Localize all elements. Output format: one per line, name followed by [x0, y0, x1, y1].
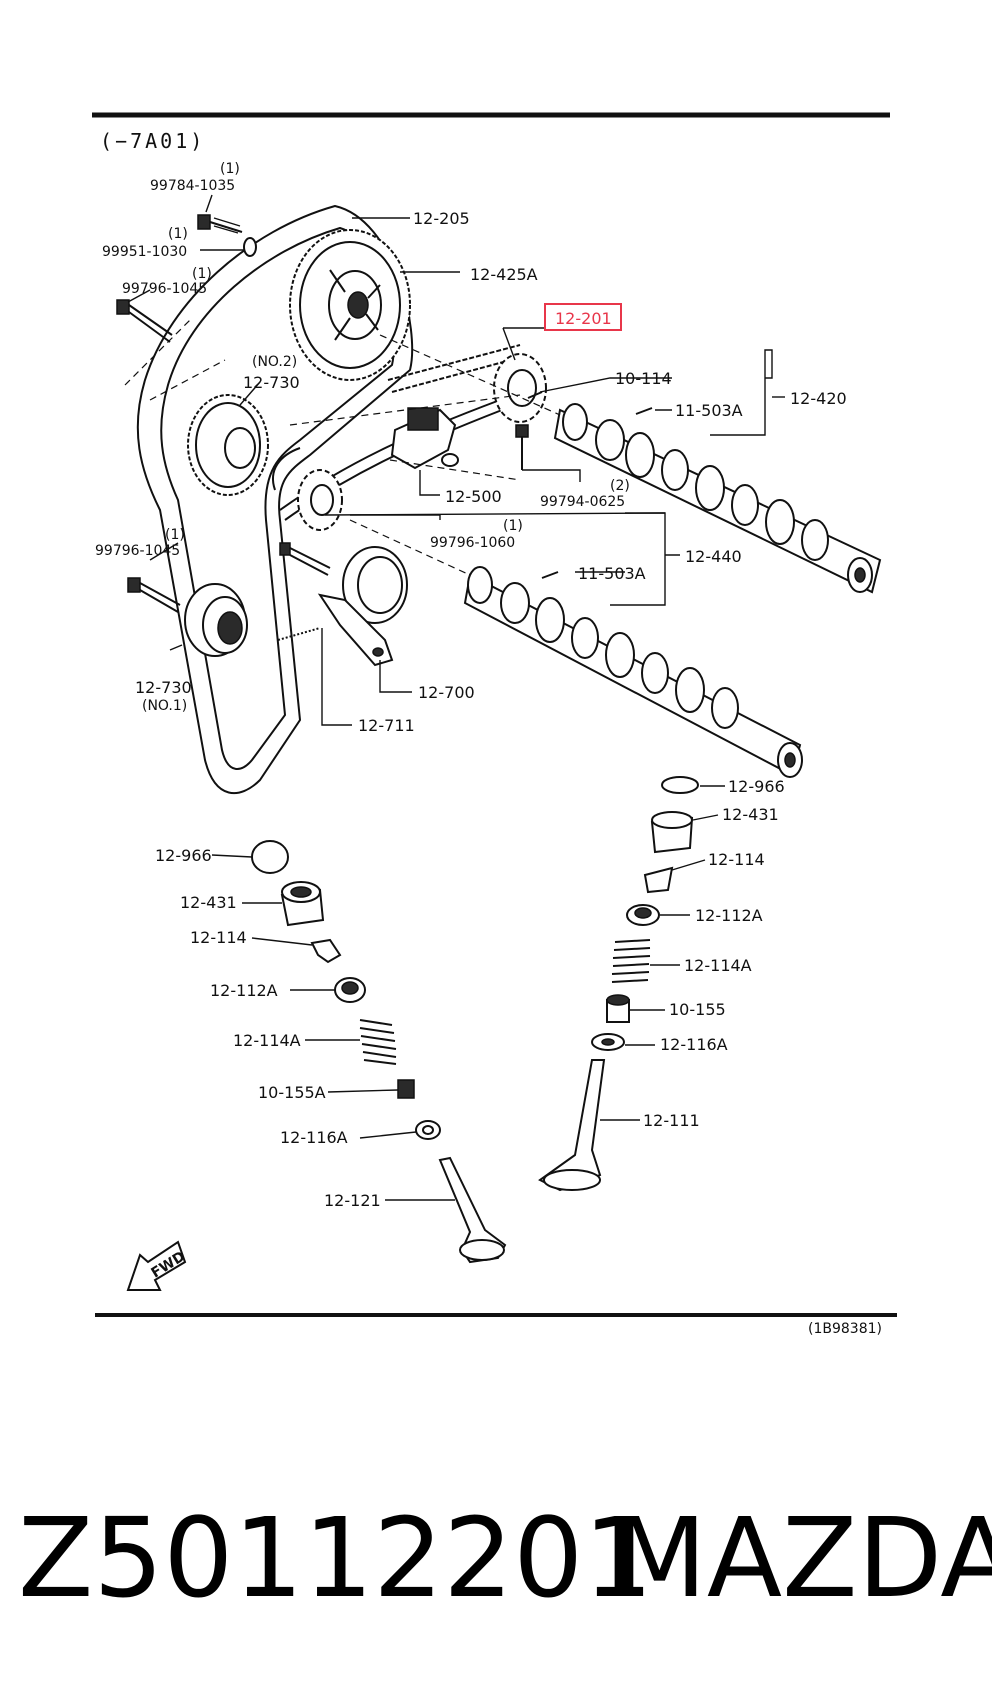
bolt-99796-1045a [116, 299, 173, 343]
bolt-99794-0625 [515, 424, 529, 470]
cam-sprocket-lower [297, 469, 343, 531]
label-part: 99784-1035 [150, 178, 235, 194]
label-part: 11-503A [578, 564, 646, 583]
bolt-99784-1035 [197, 214, 243, 234]
label-qty: (1) [192, 266, 212, 282]
spring-12-114A-right [611, 939, 651, 983]
label-part: 11-503A [675, 401, 743, 420]
label-part: 12-112A [210, 981, 278, 1000]
cam-sprocket-upper [493, 353, 547, 423]
tappet-12-431-left [280, 881, 325, 927]
part-number-caption: Z50112201 [18, 1494, 653, 1622]
label-part: 12-431 [722, 805, 779, 824]
label-part: 12-205 [413, 209, 470, 228]
label-qty: (1) [220, 161, 240, 177]
label-part: (NO.2) [252, 354, 297, 370]
camshaft-upper [553, 403, 882, 594]
cam-pulley [289, 229, 411, 381]
rocker-12-114-left [310, 938, 342, 964]
highlight-box [544, 303, 622, 331]
seat-12-112A-left [334, 977, 366, 1003]
auto-tensioner [317, 546, 408, 667]
label-qty: (1) [503, 518, 523, 534]
label-part: 12-121 [324, 1191, 381, 1210]
seal-10-155A-left [397, 1079, 415, 1099]
brand-caption: MAZDA [612, 1494, 992, 1622]
leader-lines [127, 194, 785, 1201]
label-part: 12-730 [243, 373, 300, 392]
label-part: 12-420 [790, 389, 847, 408]
label-part: 99796-1045 [122, 281, 207, 297]
label-part: 12-114A [233, 1031, 301, 1050]
label-part: 12-500 [445, 487, 502, 506]
label-part: 99794-0625 [540, 494, 625, 510]
label-part: 12-425A [470, 265, 538, 284]
label-part: 99796-1060 [430, 535, 515, 551]
alignment-lines [289, 334, 561, 576]
pin-11-503A-lower [541, 571, 559, 579]
footer-code: (1B98381) [808, 1321, 882, 1337]
label-part: 12-440 [685, 547, 742, 566]
fwd-arrow: FWD [126, 1240, 188, 1291]
label-part: 12-116A [660, 1035, 728, 1054]
part-labels: (1) 99784-1035 (1) 99951-1030 (1) 99796-… [95, 161, 847, 1210]
label-part-highlighted: 12-201 [555, 309, 612, 328]
label-part: 12-711 [358, 716, 415, 735]
label-part: 12-112A [695, 906, 763, 925]
label-part: 99951-1030 [102, 244, 187, 260]
washer-12-116A-right [591, 1033, 625, 1051]
label-part: 12-700 [418, 683, 475, 702]
tappet-12-431-right [650, 811, 694, 854]
pin-11-503A-upper [635, 407, 653, 415]
key-10-114 [527, 391, 543, 399]
idler-pulley-no1 [184, 583, 248, 657]
label-part: 12-730 [135, 678, 192, 697]
seat-12-112A-right [626, 904, 660, 926]
shim-12-966-right [661, 776, 699, 794]
label-part: 12-114 [190, 928, 247, 947]
chain-tensioner [390, 407, 459, 496]
label-part: 10-114 [615, 369, 672, 388]
label-part: 10-155 [669, 1000, 726, 1019]
label-part: 12-111 [643, 1111, 700, 1130]
label-part: 99796-1045 [95, 543, 180, 559]
washer-12-116A-left [415, 1120, 441, 1140]
label-part: 12-114A [684, 956, 752, 975]
bolt-99796-1045b [127, 577, 181, 613]
valve-12-121 [438, 1156, 507, 1264]
seal-10-155-right [606, 994, 630, 1023]
idler-pulley-no2 [187, 394, 269, 496]
valve-12-111 [538, 1059, 606, 1192]
label-qty: (2) [610, 478, 630, 494]
label-part: 12-966 [155, 846, 212, 865]
label-part: 12-116A [280, 1128, 348, 1147]
camshaft-lower [463, 566, 803, 778]
label-part: 10-155A [258, 1083, 326, 1102]
shim-12-966-left [251, 840, 289, 874]
label-part: (NO.1) [142, 698, 187, 714]
rocker-12-114-right [643, 866, 674, 894]
label-qty: (1) [168, 226, 188, 242]
label-qty: (1) [165, 527, 185, 543]
diagram-header: (−7A01) [100, 129, 205, 153]
label-part: 12-966 [728, 777, 785, 796]
washer-99951-1030 [243, 237, 257, 257]
label-part: 12-114 [708, 850, 765, 869]
label-part: 12-431 [180, 893, 237, 912]
bolt-99796-1060 [279, 542, 331, 576]
spring-12-114A-left [359, 1019, 397, 1065]
spring-12-711 [277, 627, 321, 641]
